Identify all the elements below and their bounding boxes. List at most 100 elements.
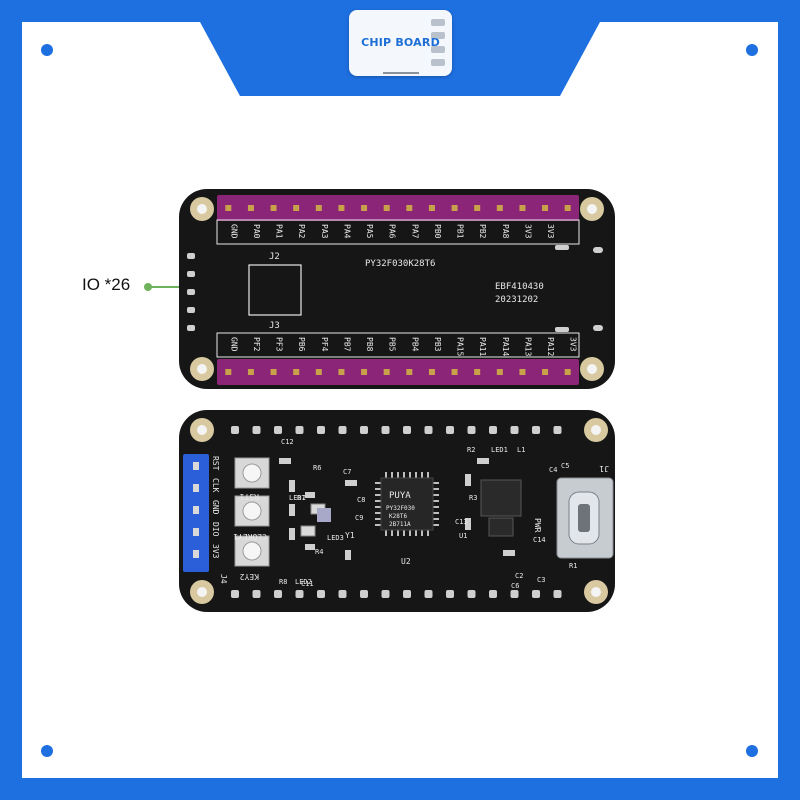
j4-label: J4: [219, 574, 228, 584]
top-pin-label: PA5: [365, 224, 374, 239]
bottom-pin-label: PA13: [523, 337, 532, 356]
top-pin-label: PA8: [501, 224, 510, 239]
key1-button: [234, 495, 270, 527]
mounting-hole-icon: [580, 357, 604, 381]
bottom-pin-label: PA15: [456, 337, 465, 356]
io-count-label: IO *26: [82, 275, 131, 294]
date-code-2: 20231202: [495, 295, 538, 305]
part-designator: C9: [355, 514, 363, 522]
part-designator: C6: [511, 582, 519, 590]
top-pin-label: PA2: [297, 224, 306, 239]
chip-board-logo: CHIP BOARD: [349, 10, 452, 76]
corner-dot-icon: [746, 44, 758, 56]
usb-port-icon: [431, 19, 445, 26]
part-designator: R1: [569, 562, 577, 570]
part-designator: R8: [279, 578, 287, 586]
part-designator: C13: [455, 518, 468, 526]
top-pin-label: PB1: [456, 224, 465, 239]
usb-port-icon: [431, 32, 445, 39]
top-board: GND PA0 PA1 PA2 PA3 PA4 PA5 PA6 PA7 PB0 PB1 PB2 PA8 3…: [177, 187, 617, 391]
y1-label: Y1: [345, 531, 355, 540]
part-designator: L1: [517, 446, 525, 454]
bottom-pin-label: PF2: [252, 337, 261, 352]
top-pin-label: PA4: [342, 224, 351, 239]
bottom-pin-label: PB3: [433, 337, 442, 352]
usb-port-icon: [431, 59, 445, 66]
logo-text: CHIP BOARD: [361, 36, 440, 49]
corner-dot-icon: [746, 745, 758, 757]
chip-label: PY32F030K28T6: [365, 259, 435, 269]
top-pin-label: GND: [229, 224, 238, 239]
led-label: LED1: [289, 494, 306, 502]
mounting-hole-icon: [580, 197, 604, 221]
swd-pin-label: 3V3: [211, 544, 220, 559]
mounting-hole-icon: [190, 357, 214, 381]
bottom-pin-label: PB4: [410, 337, 419, 352]
part-designator: C7: [343, 468, 351, 476]
bottom-pin-label: PF3: [275, 337, 284, 352]
swd-pin-label: RST: [211, 456, 220, 471]
part-designator: R4: [315, 548, 323, 556]
mounting-hole-icon: [584, 580, 608, 604]
mcu-chip: PUYA PY32F030 K28T6 2B711A: [375, 472, 439, 536]
mounting-hole-icon: [190, 580, 214, 604]
top-pin-label: PA7: [410, 224, 419, 239]
part-designator: LED1: [491, 446, 508, 454]
regulator-u1: [480, 479, 522, 517]
key2-label: KEY2: [240, 572, 259, 581]
corner-dot-icon: [41, 745, 53, 757]
top-pin-label: PB2: [478, 224, 487, 239]
bottom-pin-label: PA11: [478, 337, 487, 356]
bottom-pin-label: PF4: [320, 337, 329, 352]
rst-button: [234, 457, 270, 489]
led-label: LED2: [295, 578, 312, 586]
j2-label: J2: [269, 252, 280, 262]
mounting-hole-icon: [190, 418, 214, 442]
part-designator: C4: [549, 466, 557, 474]
mounting-hole-icon: [190, 197, 214, 221]
top-pin-label: PA6: [388, 224, 397, 239]
u2-label: U2: [401, 557, 411, 566]
part-designator: C2: [515, 572, 523, 580]
bottom-pin-label: PB5: [388, 337, 397, 352]
swd-pin-label: GND: [211, 500, 220, 515]
bottom-pin-label: PB7: [342, 337, 351, 352]
bottom-pin-label: PB6: [297, 337, 306, 352]
bottom-pin-label: PA12: [546, 337, 555, 356]
j2-outline: [248, 264, 302, 316]
date-code-1: EBF410430: [495, 282, 544, 292]
mcu-logo: PUYA: [389, 491, 411, 501]
mcu-line-1: PY32F030: [386, 505, 415, 512]
pin-header-icon: [383, 65, 419, 74]
swd-pin-label: CLK: [211, 478, 220, 493]
top-pin-label: PA1: [275, 224, 284, 239]
part-designator: C14: [533, 536, 546, 544]
j1-label: J1: [599, 464, 609, 473]
top-pin-label: PA3: [320, 224, 329, 239]
rst1-label: RST1: [240, 492, 259, 501]
mcu-line-2: K28T6: [389, 513, 407, 520]
pwr-label: PWR: [533, 518, 542, 533]
bottom-pin-header: [217, 359, 579, 385]
bottom-pin-label: 3V3: [569, 337, 578, 352]
top-pin-label: 3V3: [546, 224, 555, 239]
j3-label: J3: [269, 321, 280, 331]
part-designator: C8: [357, 496, 365, 504]
crystal-y1: [317, 508, 331, 522]
top-pin-header: [217, 195, 579, 221]
top-pin-label: PB0: [433, 224, 442, 239]
key2-button: [234, 535, 270, 567]
top-pin-label: 3V3: [523, 224, 532, 239]
part-designator: R7: [297, 494, 305, 502]
part-designator: R2: [467, 446, 475, 454]
part-designator: C5: [561, 462, 569, 470]
usb-port-icon: [431, 46, 445, 53]
swd-pin-label: DIO: [211, 522, 220, 537]
top-pin-label: PA0: [252, 224, 261, 239]
part-designator: C12: [281, 438, 294, 446]
corner-dot-icon: [41, 44, 53, 56]
mcu-line-3: 2B711A: [389, 521, 411, 528]
